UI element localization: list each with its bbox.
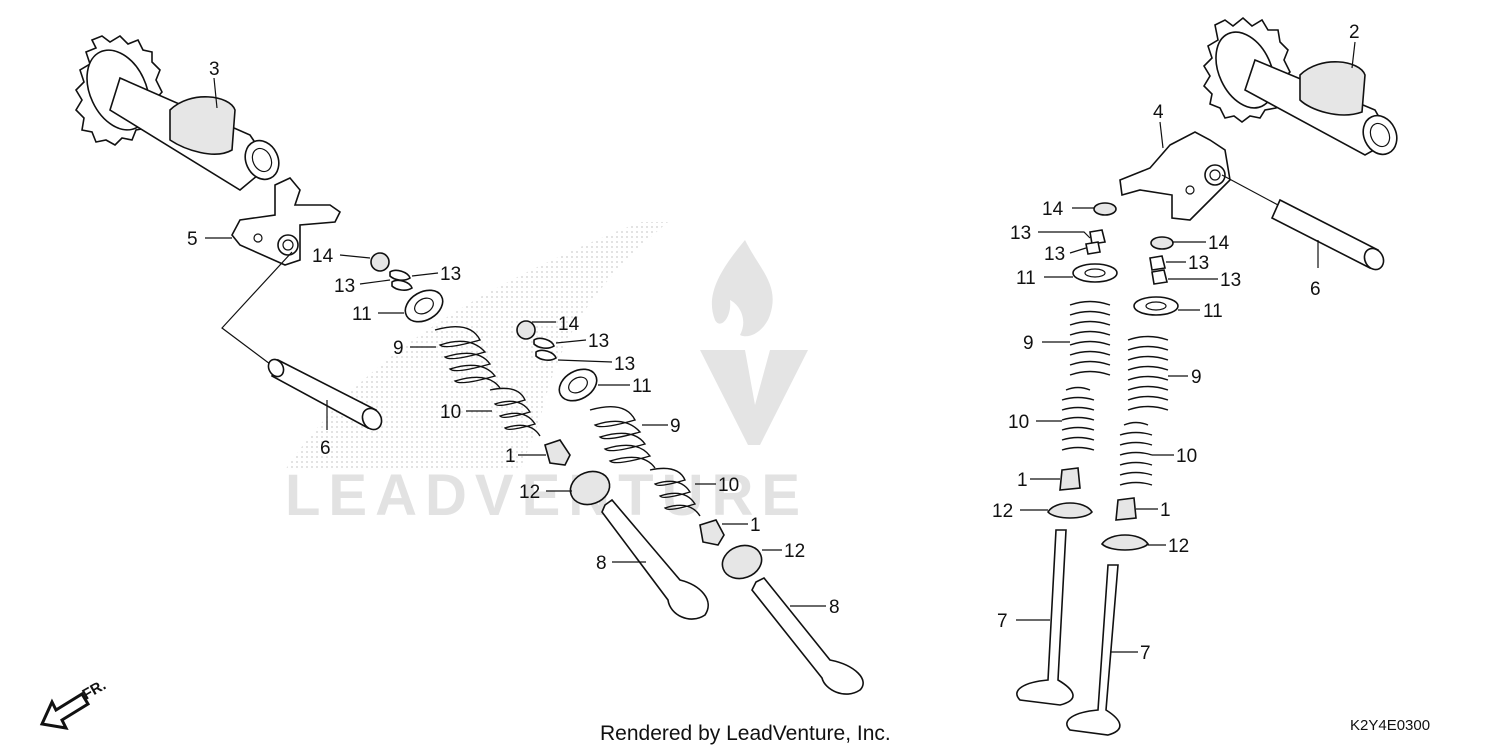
label-1-a: 1 bbox=[505, 446, 516, 467]
watermark-wing-shape bbox=[285, 222, 668, 470]
label-9-c: 9 bbox=[1023, 333, 1034, 354]
valve-assembly-right-1 bbox=[1016, 202, 1118, 706]
rocker-arm-left bbox=[231, 177, 342, 266]
rocker-shaft-right bbox=[1221, 174, 1385, 271]
label-8-b: 8 bbox=[829, 597, 840, 618]
label-7-a: 7 bbox=[997, 611, 1008, 632]
label-14-c: 14 bbox=[1042, 199, 1064, 220]
label-5: 5 bbox=[187, 229, 198, 250]
camshaft-left bbox=[74, 34, 280, 191]
label-11-c: 11 bbox=[1016, 268, 1036, 289]
valve-assembly-left-2 bbox=[516, 320, 864, 695]
label-14-d: 14 bbox=[1208, 233, 1230, 254]
label-13-d: 13 bbox=[614, 354, 635, 375]
label-10-b: 10 bbox=[718, 475, 739, 496]
front-arrow-indicator: FR. bbox=[39, 677, 109, 730]
label-11-d: 11 bbox=[1203, 301, 1223, 322]
label-12-d: 12 bbox=[1168, 536, 1189, 557]
label-12-a: 12 bbox=[519, 482, 540, 503]
rendered-by-credit: Rendered by LeadVenture, Inc. bbox=[600, 722, 891, 745]
diagram-code: K2Y4E0300 bbox=[1350, 717, 1430, 734]
label-10-c: 10 bbox=[1008, 412, 1029, 433]
label-9-d: 9 bbox=[1191, 367, 1202, 388]
label-13-e: 13 bbox=[1010, 223, 1031, 244]
label-12-b: 12 bbox=[784, 541, 805, 562]
label-13-b: 13 bbox=[440, 264, 461, 285]
valve-assembly-right-2 bbox=[1066, 236, 1179, 736]
label-10-a: 10 bbox=[440, 402, 461, 423]
label-11-b: 11 bbox=[632, 376, 652, 397]
label-13-g: 13 bbox=[1188, 253, 1209, 274]
label-6-right: 6 bbox=[1310, 279, 1321, 300]
label-7-b: 7 bbox=[1140, 643, 1151, 664]
label-4: 4 bbox=[1153, 102, 1164, 123]
rocker-shaft-left bbox=[221, 251, 383, 431]
label-12-c: 12 bbox=[992, 501, 1013, 522]
watermark-text: LEADVENTURE bbox=[285, 463, 808, 528]
label-11-a: 11 bbox=[352, 304, 372, 325]
watermark: LEADVENTURE bbox=[285, 222, 808, 528]
watermark-v-logo bbox=[700, 350, 808, 445]
label-14-a: 14 bbox=[312, 246, 334, 267]
camshaft-right bbox=[1202, 16, 1398, 156]
label-14-b: 14 bbox=[558, 314, 580, 335]
front-arrow-icon bbox=[39, 691, 91, 730]
label-1-b: 1 bbox=[750, 515, 761, 536]
label-6-left: 6 bbox=[320, 438, 331, 459]
label-9-b: 9 bbox=[670, 416, 681, 437]
label-13-h: 13 bbox=[1220, 270, 1241, 291]
label-13-f: 13 bbox=[1044, 244, 1065, 265]
label-13-a: 13 bbox=[334, 276, 355, 297]
label-9-a: 9 bbox=[393, 338, 404, 359]
label-13-c: 13 bbox=[588, 331, 609, 352]
label-2: 2 bbox=[1349, 22, 1360, 43]
label-10-d: 10 bbox=[1176, 446, 1197, 467]
label-3: 3 bbox=[209, 59, 220, 80]
label-1-d: 1 bbox=[1160, 500, 1171, 521]
label-1-c: 1 bbox=[1017, 470, 1028, 491]
watermark-flame-logo bbox=[711, 240, 773, 337]
label-8-a: 8 bbox=[596, 553, 607, 574]
rocker-arm-right bbox=[1119, 131, 1231, 221]
valve-assembly-left-1 bbox=[370, 252, 709, 620]
